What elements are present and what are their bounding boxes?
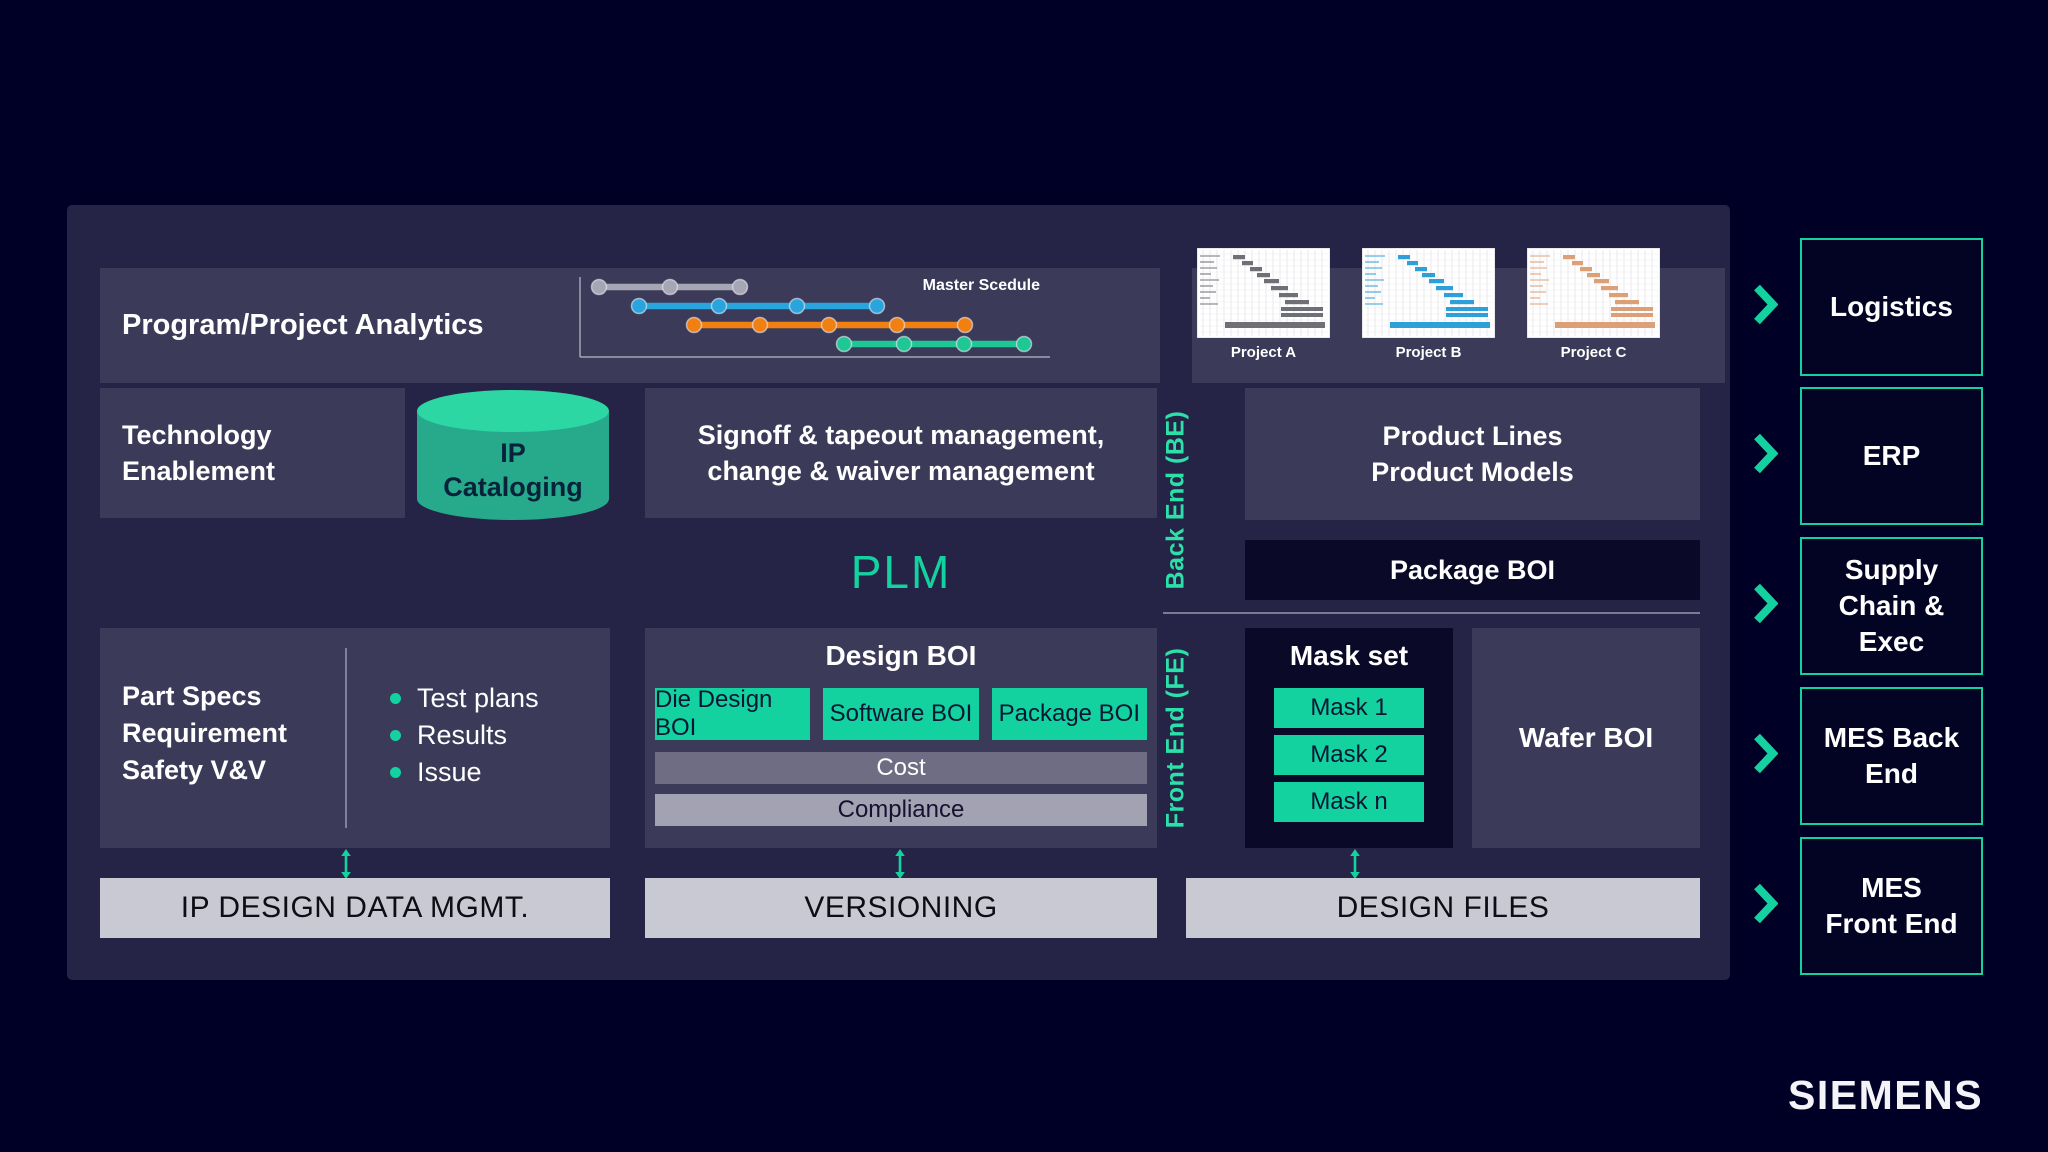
rail-row-supply-chain: Supply Chain & Exec <box>1752 537 1985 675</box>
plm-label: PLM <box>850 546 952 598</box>
bullet-label: Test plans <box>417 683 539 713</box>
mes-front-end-box: MES Front End <box>1800 837 1983 975</box>
wafer-boi-panel: Wafer BOI <box>1472 628 1700 848</box>
chevron-right-icon <box>1752 882 1779 931</box>
mask-set-title: Mask set <box>1289 640 1409 671</box>
analytics-panel: Program/Project Analytics Master Scedule <box>100 268 1160 383</box>
bullet-item: Results <box>390 717 539 754</box>
package-boi-bar: Package BOI <box>1245 540 1700 600</box>
bullet-label: Issue <box>417 757 482 787</box>
cost-bar: Cost <box>655 752 1147 784</box>
analytics-title: Program/Project Analytics <box>122 309 484 341</box>
bullet-dot <box>390 730 401 741</box>
rail-row-erp: ERP <box>1752 387 1985 525</box>
project-label: Project C <box>1560 344 1627 361</box>
signoff-panel: Signoff & tapeout management, change & w… <box>645 388 1157 518</box>
signoff-label: Signoff & tapeout management, change & w… <box>697 420 1105 486</box>
versioning-bar: VERSIONING <box>645 878 1157 938</box>
project-label: Project A <box>1230 344 1297 361</box>
bullet-item: Issue <box>390 754 539 791</box>
project-item: Project C <box>1527 248 1660 383</box>
bullet-label: Results <box>417 720 508 750</box>
package-boi-chip: Package BOI <box>991 688 1147 740</box>
ip-cataloging-cylinder: IP Cataloging <box>417 390 609 520</box>
updown-arrow-icon <box>1347 849 1363 884</box>
design-files-bar: DESIGN FILES <box>1186 878 1700 938</box>
chevron-right-icon <box>1752 732 1779 781</box>
mask-2-chip: Mask 2 <box>1274 735 1424 775</box>
product-lines-panel: Product Lines Product Models <box>1245 388 1700 520</box>
master-gantt-label: Master Scedule <box>922 277 1040 294</box>
master-gantt-chart <box>579 277 1050 358</box>
ip-design-data-mgmt-bar: IP DESIGN DATA MGMT. <box>100 878 610 938</box>
bullet-item: Test plans <box>390 680 539 717</box>
project-thumbnail <box>1362 248 1495 338</box>
ip-cataloging-label: IP Cataloging <box>443 438 583 502</box>
updown-arrow-icon <box>338 849 354 884</box>
mask-1-chip: Mask 1 <box>1274 688 1424 728</box>
front-end-label: Front End (FE) <box>1161 647 1190 829</box>
product-lines-label: Product Lines Product Models <box>1371 421 1574 487</box>
rail-row-mes-back-end: MES Back End <box>1752 687 1985 825</box>
siemens-logo: SIEMENS <box>1788 1072 1984 1118</box>
supply-chain-exec-box: Supply Chain & Exec <box>1800 537 1983 675</box>
project-item: Project A <box>1197 248 1330 383</box>
design-boi-panel: Design BOI Die Design BOI Software BOI P… <box>645 628 1157 848</box>
part-specs-label: Part Specs Requirement Safety V&V <box>122 681 288 785</box>
technology-enablement-label: Technology Enablement <box>122 420 276 486</box>
mes-back-end-box: MES Back End <box>1800 687 1983 825</box>
main-diagram-container: Program/Project Analytics Master Scedule… <box>67 205 1730 980</box>
back-end-label: Back End (BE) <box>1161 410 1190 590</box>
project-item: Project B <box>1362 248 1495 383</box>
rail-row-mes-front-end: MES Front End <box>1752 837 1985 975</box>
bullet-list: Test plans Results Issue <box>390 680 539 791</box>
updown-arrow-icon <box>892 849 908 884</box>
die-design-boi-chip: Die Design BOI <box>655 686 811 741</box>
project-label: Project B <box>1395 344 1462 361</box>
project-thumbnail <box>1197 248 1330 338</box>
wafer-boi-label: Wafer BOI <box>1518 722 1654 753</box>
projects-panel: Project A Project B Project C <box>1192 248 1725 383</box>
mask-set-panel: Mask set Mask 1 Mask 2 Mask n <box>1245 628 1453 848</box>
technology-enablement-panel: Technology Enablement <box>100 388 405 518</box>
design-boi-title: Design BOI <box>825 640 977 671</box>
bullet-dot <box>390 693 401 704</box>
project-thumbnail <box>1527 248 1660 338</box>
software-boi-chip: Software BOI <box>823 688 979 740</box>
chevron-right-icon <box>1752 582 1779 631</box>
part-specs-divider <box>345 648 347 828</box>
erp-box: ERP <box>1800 387 1983 525</box>
chevron-right-icon <box>1752 283 1779 332</box>
cylinder-top <box>417 390 609 432</box>
logistics-box: Logistics <box>1800 238 1983 376</box>
part-specs-panel: Part Specs Requirement Safety V&V Test p… <box>100 628 610 848</box>
compliance-bar: Compliance <box>655 794 1147 826</box>
package-boi-label: Package BOI <box>1389 554 1556 585</box>
mask-n-chip: Mask n <box>1274 782 1424 822</box>
rail-row-logistics: Logistics <box>1752 238 1985 376</box>
bullet-dot <box>390 767 401 778</box>
be-fe-divider <box>1163 612 1700 614</box>
chevron-right-icon <box>1752 432 1779 481</box>
